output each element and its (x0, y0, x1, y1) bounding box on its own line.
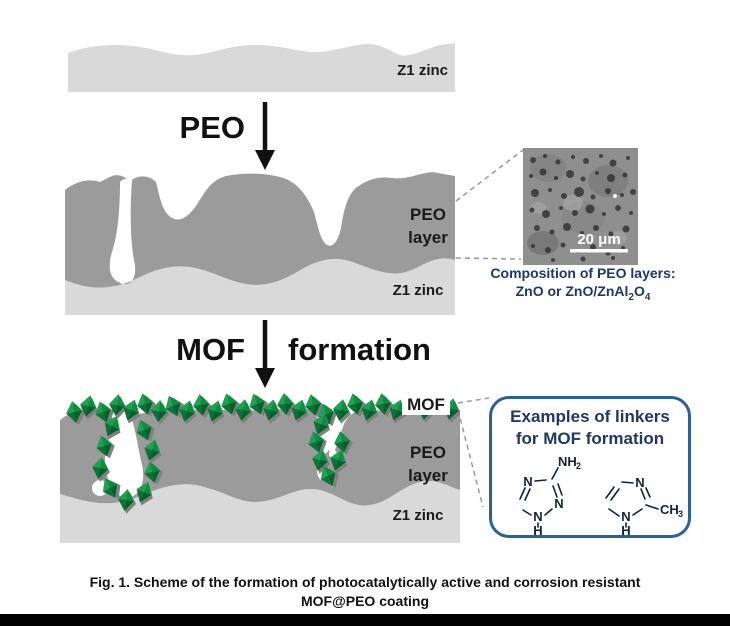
molecule-bonds (605, 481, 659, 528)
atom-n: N (635, 475, 644, 490)
linker-molecule-aminotriazole: N N N H NH 2 (519, 454, 581, 535)
stage3-zinc-label: Z1 zinc (393, 507, 444, 524)
down-arrow-icon (255, 102, 275, 170)
figure-caption: Fig. 1. Scheme of the formation of photo… (0, 573, 730, 611)
atom-h: H (533, 523, 542, 535)
stage3-mof-peo-zinc: MOF PEO layer Z1 zinc (60, 390, 460, 543)
group-ch3-sub: 3 (678, 509, 683, 519)
linker-examples-box: Examples of linkers for MOF formation N … (489, 396, 691, 538)
atom-n: N (533, 509, 542, 524)
atom-n: N (554, 496, 563, 511)
scale-bar-label: 20 μm (577, 231, 620, 248)
sem-micrograph: 20 μm (523, 148, 638, 265)
group-ch3: CH (660, 502, 679, 517)
caption-line1: Fig. 1. Scheme of the formation of photo… (89, 574, 641, 590)
stage3-mof-label: MOF (407, 395, 445, 414)
caption-line2: MOF@PEO coating (301, 593, 429, 609)
stage1-zinc-label: Z1 zinc (397, 62, 448, 79)
linker-molecule-methylimidazole: N N H CH 3 (605, 475, 683, 535)
stage2-peo-label-line1: PEO (410, 205, 446, 224)
bottom-black-bar (0, 614, 730, 626)
molecule-bonds (519, 467, 563, 528)
zinc-layer-shape (60, 480, 460, 543)
zinc-band-shape (68, 43, 455, 92)
composition-title: Composition of PEO layers: (490, 265, 676, 281)
peo-step-label: PEO (179, 110, 245, 145)
stage2-peo-label-line2: layer (408, 228, 448, 247)
scale-bar (570, 249, 628, 253)
stage2-peo-on-zinc: PEO layer Z1 zinc (65, 172, 455, 315)
peo-layer-shape (60, 407, 460, 506)
group-nh2: NH (558, 454, 577, 469)
stage3-peo-label-line2: layer (408, 466, 448, 485)
dashed-line-to-linkerbox-bottom (457, 409, 484, 508)
stage1-zinc-substrate: Z1 zinc (68, 43, 455, 92)
dashed-line-to-inset-bottom (455, 257, 522, 260)
peo-pore-bulb (109, 179, 135, 284)
peo-layer-shape (65, 172, 455, 288)
linker-box-title: Examples of linkers for MOF formation (510, 407, 670, 448)
mof-label-background (402, 393, 450, 415)
stage3-peo-label-line1: PEO (410, 443, 446, 462)
sem-texture (527, 154, 636, 262)
mof-step-label-left: MOF (176, 332, 245, 367)
atom-n: N (621, 509, 630, 524)
dashed-line-to-linkerbox-top (457, 397, 490, 404)
zinc-layer-shape (65, 258, 455, 315)
group-nh2-sub: 2 (576, 461, 581, 471)
atom-n: N (523, 474, 532, 489)
down-arrow-icon (255, 320, 275, 388)
peo-composition-text: Composition of PEO layers: ZnO or ZnO/Zn… (468, 264, 698, 307)
dashed-line-to-inset-top (455, 149, 524, 202)
mof-step-label-right: formation (288, 332, 431, 367)
atom-h: H (621, 523, 630, 535)
composition-formula: ZnO or ZnO/ZnAl2O4 (515, 283, 651, 303)
stage2-zinc-label: Z1 zinc (393, 282, 444, 299)
